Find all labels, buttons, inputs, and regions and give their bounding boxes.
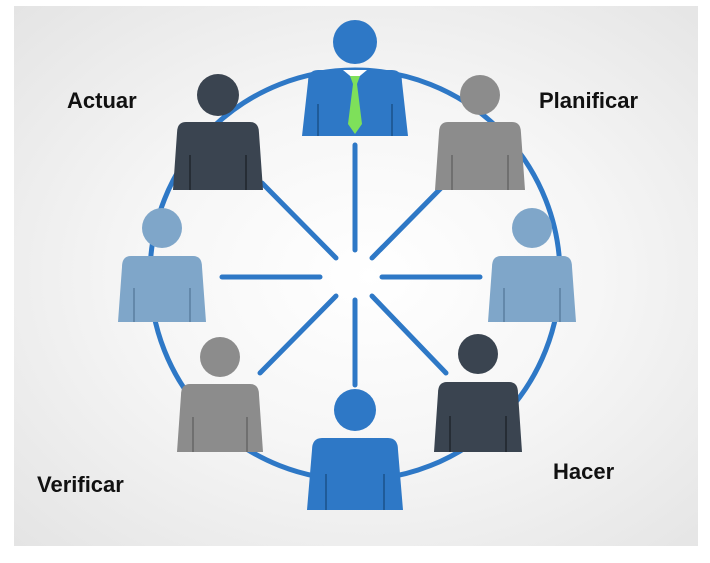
label-planificar: Planificar: [539, 88, 639, 113]
label-actuar: Actuar: [67, 88, 137, 113]
person-planificar: [435, 75, 525, 190]
head: [197, 74, 239, 116]
person-actuar: [173, 74, 263, 190]
head: [512, 208, 552, 248]
tie-icon: [348, 76, 362, 134]
person-left: [118, 208, 206, 322]
spoke-bottom-left: [257, 293, 339, 376]
shirt-collar: [343, 70, 367, 80]
spoke-top-right: [369, 180, 449, 261]
person-right: [488, 208, 576, 322]
person-hacer: [434, 334, 522, 452]
head: [333, 20, 377, 64]
spokes: [219, 142, 483, 388]
head: [142, 208, 182, 248]
label-verificar: Verificar: [37, 472, 124, 497]
head: [200, 337, 240, 377]
person-bottom: [307, 389, 403, 510]
head: [458, 334, 498, 374]
spoke-top-left: [259, 180, 339, 261]
body: [118, 256, 206, 322]
body: [173, 122, 263, 190]
label-hacer: Hacer: [553, 459, 615, 484]
body: [307, 438, 403, 510]
body: [488, 256, 576, 322]
spoke-bottom-right: [369, 293, 449, 376]
head: [334, 389, 376, 431]
head: [460, 75, 500, 115]
body: [434, 382, 522, 452]
person-verificar: [177, 337, 263, 452]
body: [177, 384, 263, 452]
person-top-leader: [302, 20, 408, 136]
body: [435, 122, 525, 190]
